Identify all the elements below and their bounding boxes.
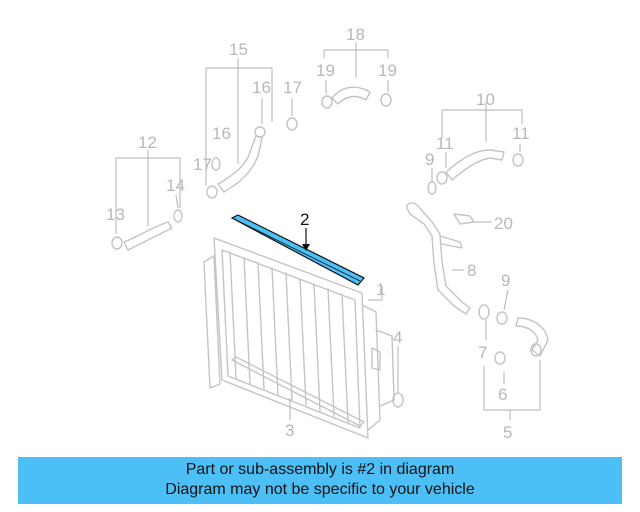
callout-11-left[interactable]: 11 (436, 134, 454, 153)
callout-8[interactable]: 8 (467, 261, 476, 280)
callout-15[interactable]: 15 (229, 40, 248, 59)
callout-2[interactable]: 2 (300, 210, 309, 229)
callout-9-lower[interactable]: 9 (501, 271, 510, 290)
intercooler-core (203, 237, 404, 439)
lower-strip-part-3 (231, 356, 365, 427)
banner-line-disclaimer: Diagram may not be specific to your vehi… (165, 481, 475, 498)
callout-17-upper[interactable]: 17 (283, 78, 302, 97)
left-hoses (111, 117, 298, 251)
banner-line-part-info: Part or sub-assembly is #2 in diagram (185, 461, 455, 478)
callout-19-right[interactable]: 19 (378, 61, 397, 80)
callout-11-right[interactable]: 11 (512, 124, 530, 143)
callout-19-left[interactable]: 19 (316, 61, 335, 80)
callout-17-lower[interactable]: 17 (193, 155, 212, 174)
info-banner: Part or sub-assembly is #2 in diagram Di… (18, 457, 622, 504)
callout-14[interactable]: 14 (166, 176, 185, 195)
leader-lines (115, 42, 541, 420)
callout-13[interactable]: 13 (106, 205, 125, 224)
callout-10[interactable]: 10 (476, 90, 495, 109)
right-hoses (406, 149, 549, 365)
callout-5[interactable]: 5 (503, 423, 512, 442)
callout-6[interactable]: 6 (498, 385, 507, 404)
callout-12[interactable]: 12 (138, 133, 157, 152)
callout-4[interactable]: 4 (393, 328, 402, 347)
top-hose (321, 86, 392, 109)
callout-7[interactable]: 7 (478, 343, 487, 362)
callout-18[interactable]: 18 (346, 25, 365, 44)
callout-16-lower[interactable]: 16 (212, 124, 231, 143)
callout-20[interactable]: 20 (494, 214, 513, 233)
callout-9-upper[interactable]: 9 (425, 150, 434, 169)
callout-16-upper[interactable]: 16 (252, 78, 271, 97)
callout-labels: 2 1 3 4 5 6 7 8 9 9 10 11 11 12 13 14 15… (106, 25, 530, 442)
callout-3[interactable]: 3 (285, 421, 294, 440)
callout-1[interactable]: 1 (376, 280, 385, 299)
seal-strip-part-2[interactable] (230, 214, 365, 286)
